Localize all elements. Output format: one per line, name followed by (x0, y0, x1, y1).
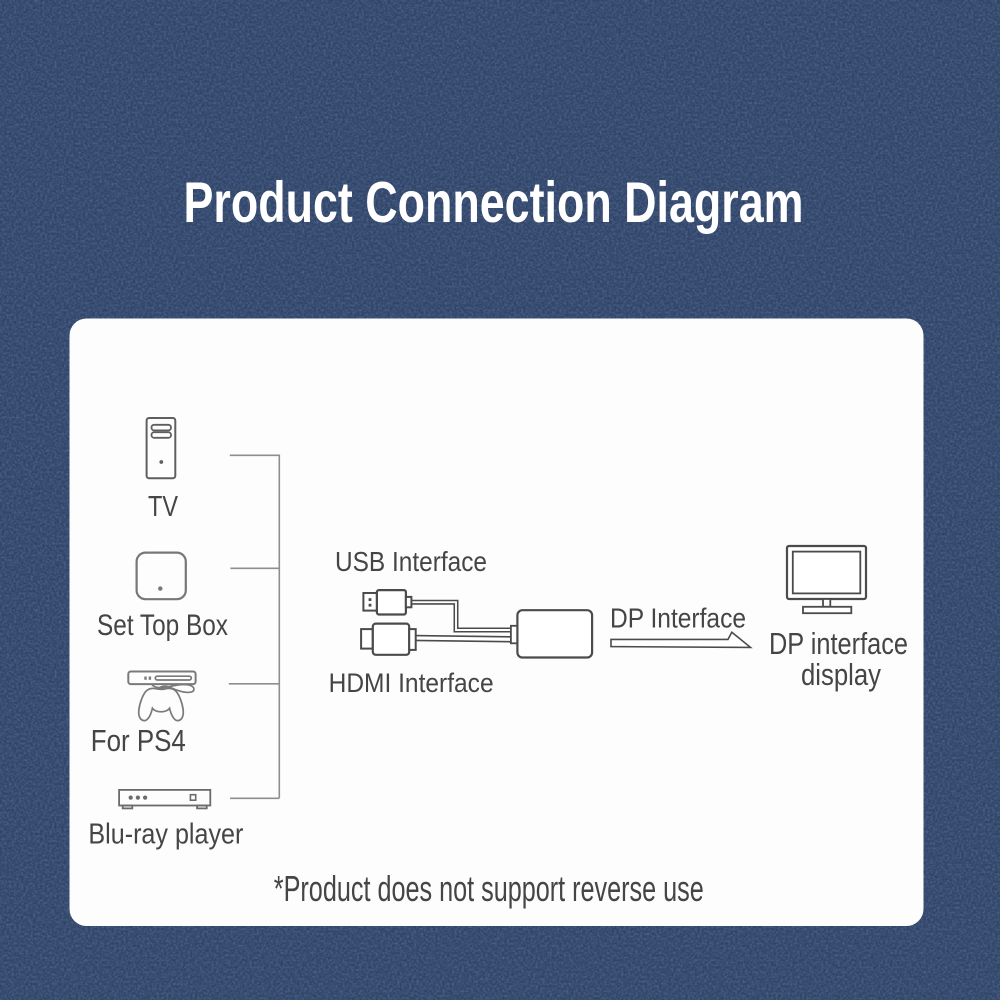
svg-text:DP Interface: DP Interface (610, 602, 746, 633)
svg-text:Set Top Box: Set Top Box (97, 609, 228, 642)
svg-text:Product Connection Diagram: Product Connection Diagram (184, 171, 804, 235)
svg-text:DP interface: DP interface (769, 626, 908, 661)
svg-text:USB Interface: USB Interface (335, 546, 487, 577)
svg-text:Blu-ray player: Blu-ray player (88, 819, 243, 851)
svg-text:TV: TV (148, 491, 178, 523)
svg-text:HDMI Interface: HDMI Interface (329, 668, 494, 698)
svg-text:*Product does not support reve: *Product does not support reverse use (274, 868, 704, 909)
svg-text:For PS4: For PS4 (91, 724, 186, 758)
svg-text:display: display (801, 657, 881, 692)
